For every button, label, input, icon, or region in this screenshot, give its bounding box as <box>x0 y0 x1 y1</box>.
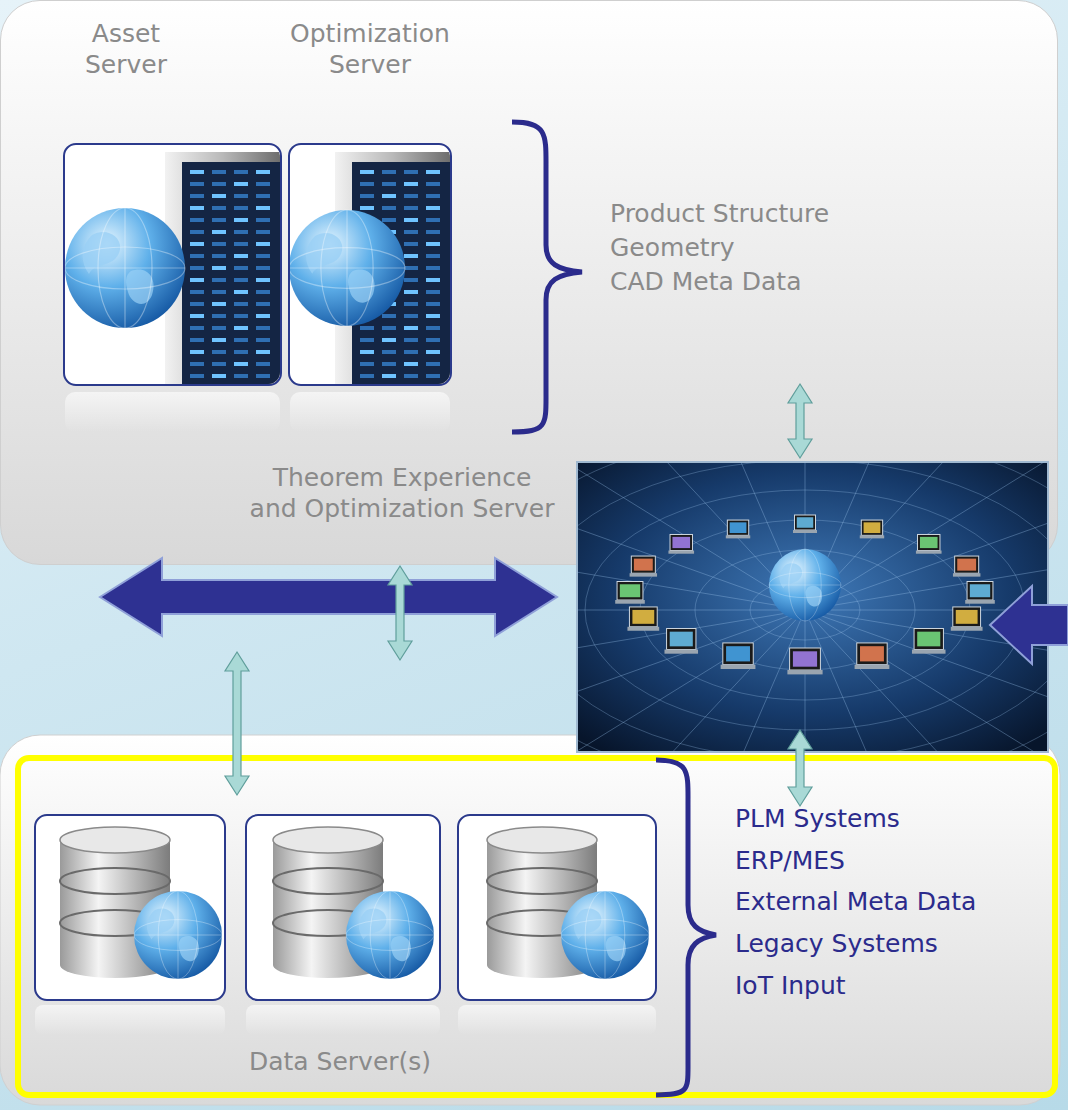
link-arrows <box>225 384 812 806</box>
node-label: Geometry <box>610 232 910 263</box>
bus-arrow <box>100 558 557 636</box>
node-label: PLM Systems <box>735 803 1045 834</box>
optimization-server-art <box>290 152 450 384</box>
bracket <box>512 122 582 432</box>
node-label: CAD Meta Data <box>610 266 910 297</box>
input-arrow <box>990 586 1068 664</box>
reflection <box>65 392 280 432</box>
asset-server-art <box>65 152 280 384</box>
bracket <box>656 760 716 1095</box>
node-label: Product Structure <box>610 198 910 229</box>
node-label: External Meta Data <box>735 886 1045 917</box>
node-label: IoT Input <box>735 970 1045 1001</box>
node-label: Asset Server <box>66 18 186 80</box>
lower-panel <box>0 735 1060 1105</box>
node-label: Optimization Server <box>286 18 454 80</box>
reflection <box>290 392 450 432</box>
node-label: Data Server(s) <box>190 1046 490 1077</box>
node-label: Theorem Experience and Optimization Serv… <box>232 462 572 524</box>
node-label: ERP/MES <box>735 845 1045 876</box>
database-cards <box>35 815 656 1035</box>
node-label: Legacy Systems <box>735 928 1045 959</box>
